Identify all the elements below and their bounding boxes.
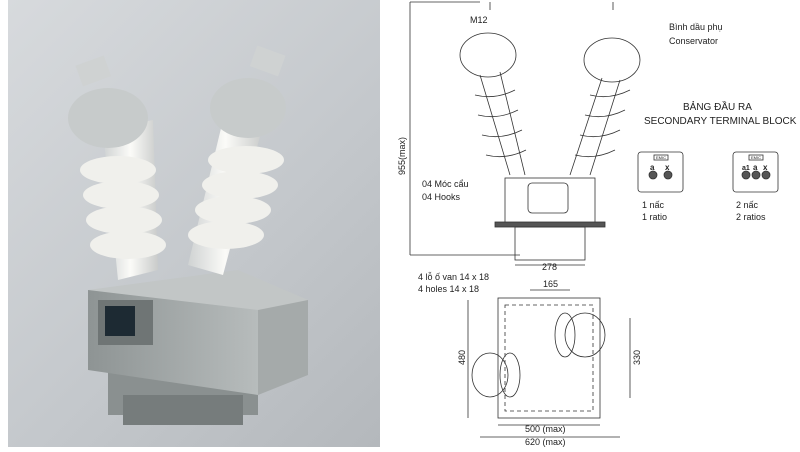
caption-1-vi: 1 nấc [642, 200, 665, 210]
dim-165: 165 [543, 279, 558, 289]
conservator-label-vi: Bình dầu phụ [669, 22, 723, 32]
dim-500: 500 (max) [525, 424, 566, 434]
conservator-label-en: Conservator [669, 36, 718, 46]
tank-box [88, 270, 308, 395]
terminal-a: a [650, 163, 655, 172]
base-width-label: 278 [542, 262, 557, 272]
caption-2-en: 2 ratios [736, 212, 766, 222]
holes-label-vi: 4 lỗ ố van 14 x 18 [418, 272, 489, 282]
top-view [467, 289, 631, 438]
terminal-a1: a1 [742, 165, 750, 172]
left-insulator [68, 55, 166, 280]
brand-1: EMIC [656, 155, 666, 160]
terminal-title-vi: BẢNG ĐẦU RA [683, 100, 752, 113]
terminal-a: a [753, 163, 758, 172]
hooks-label-en: 04 Hooks [422, 192, 461, 202]
dimension-height: 955(max) [397, 137, 407, 175]
terminal-x: x [763, 163, 768, 172]
dim-480: 480 [457, 350, 467, 365]
technical-drawing: 955(max) M12 Bình dầu phụ Conservator 04… [380, 0, 800, 447]
terminal-block-2 [732, 151, 779, 193]
hooks-label-vi: 04 Móc cẩu [422, 179, 469, 189]
dim-330: 330 [632, 350, 642, 365]
product-photo [8, 0, 380, 447]
holes-label-en: 4 holes 14 x 18 [418, 284, 479, 294]
front-view [409, 1, 641, 266]
caption-2-vi: 2 nấc [736, 200, 759, 210]
terminal-x: x [665, 163, 670, 172]
caption-1-en: 1 ratio [642, 212, 667, 222]
thread-label: M12 [470, 15, 488, 25]
terminal-title-en: SECONDARY TERMINAL BLOCK [644, 116, 797, 127]
terminal-block-1 [637, 151, 684, 193]
dim-620: 620 (max) [525, 437, 566, 447]
right-insulator [188, 45, 286, 275]
brand-2: EMIC [751, 155, 761, 160]
